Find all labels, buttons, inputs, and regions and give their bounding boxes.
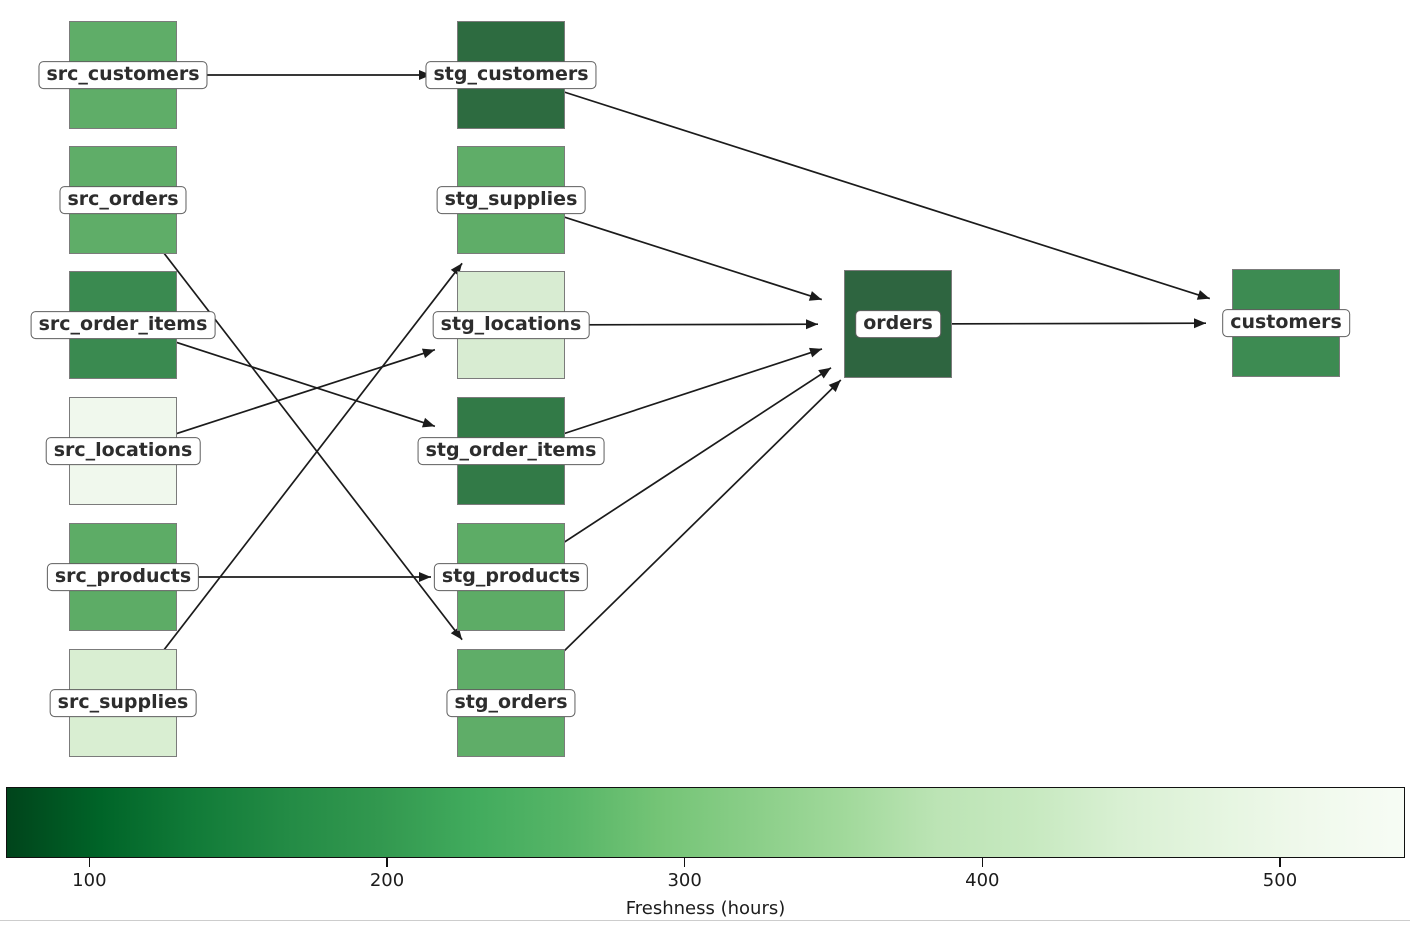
colorbar-gradient (6, 787, 1405, 858)
node-label-customers: customers (1222, 309, 1350, 337)
figure-bottom-line (0, 920, 1410, 921)
node-label-src_supplies: src_supplies (49, 689, 197, 717)
node-label-stg_customers: stg_customers (425, 61, 597, 89)
colorbar-axis-label: Freshness (hours) (625, 898, 786, 919)
node-label-src_locations: src_locations (45, 437, 201, 465)
edge-src_orders-stg_orders (122, 199, 463, 641)
node-label-src_order_items: src_order_items (30, 311, 216, 339)
node-label-stg_order_items: stg_order_items (417, 437, 605, 465)
colorbar-tick-mark (88, 858, 91, 867)
colorbar-tick-label: 400 (965, 870, 1000, 891)
node-label-src_products: src_products (46, 563, 200, 591)
edge-stg_customers-customers (510, 74, 1211, 300)
node-label-stg_supplies: stg_supplies (436, 186, 586, 214)
colorbar-tick-label: 300 (667, 870, 702, 891)
node-label-src_customers: src_customers (38, 61, 208, 89)
colorbar-tick-mark (683, 858, 686, 867)
colorbar-tick-mark (981, 858, 984, 867)
colorbar-tick-label: 200 (369, 870, 405, 891)
colorbar-tick-label: 500 (1262, 870, 1298, 891)
edge-stg_orders-orders (510, 379, 842, 704)
edge-src_supplies-stg_supplies (122, 262, 463, 704)
colorbar-tick-mark (1279, 858, 1281, 867)
colorbar-tick-label: 100 (72, 870, 107, 891)
node-label-stg_locations: stg_locations (432, 311, 590, 339)
node-label-orders: orders (855, 310, 941, 338)
node-label-src_orders: src_orders (59, 186, 187, 214)
colorbar-tick-mark (386, 858, 388, 867)
node-label-stg_products: stg_products (433, 563, 589, 591)
node-label-stg_orders: stg_orders (446, 689, 576, 717)
